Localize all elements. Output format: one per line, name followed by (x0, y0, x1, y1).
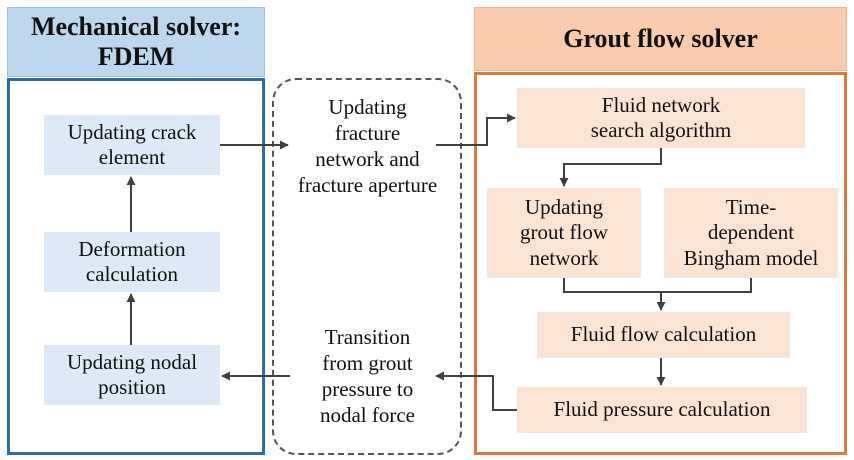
grout-panel (474, 72, 847, 455)
crack-line1: Updating crack (67, 119, 197, 144)
mechanical-panel (7, 78, 265, 455)
mechanical-title-line1: Mechanical solver: (30, 12, 242, 42)
bingham-line2: dependent (707, 220, 795, 245)
flow-text: Fluid flow calculation (570, 322, 757, 347)
transition-line3: pressure to (321, 377, 414, 401)
fracture-line3: network and (315, 147, 420, 171)
fracture-line4: fracture aperture (297, 173, 438, 198)
fracture-line1: Updating (328, 94, 407, 119)
arrow-pressure-to-transition (435, 371, 517, 411)
transition-line4: nodal force (319, 403, 416, 428)
grout-title: Grout flow solver (563, 24, 758, 54)
arrow-fracture-to-search (436, 113, 516, 146)
fluid-pressure-calculation-box: Fluid pressure calculation (517, 387, 807, 433)
middle-dashed-container (272, 78, 462, 455)
deformation-line1: Deformation (78, 236, 186, 261)
bingham-model-box: Time- dependent Bingham model (664, 188, 838, 278)
grout-flow-network-box: Updating grout flow network (487, 188, 641, 278)
transition-line2: from grout (322, 350, 413, 375)
deformation-box: Deformation calculation (44, 232, 220, 292)
fracture-line2: fracture (334, 120, 401, 145)
search-line2: search algorithm (590, 118, 732, 142)
network-line2: grout flow (519, 220, 609, 245)
crack-element-box: Updating crack element (44, 115, 220, 175)
bingham-line1: Time- (725, 195, 777, 220)
nodal-line1: Updating nodal (66, 349, 198, 374)
network-line1: Updating (524, 195, 604, 220)
mechanical-header: Mechanical solver: FDEM (7, 7, 265, 77)
arrow-search-to-network (559, 148, 662, 187)
nodal-line2: position (98, 375, 166, 399)
nodal-position-box: Updating nodal position (44, 345, 220, 405)
grout-header: Grout flow solver (474, 7, 847, 71)
transition-text: Transition from grout pressure to nodal … (280, 316, 455, 436)
fracture-update-text: Updating fracture network and fracture a… (280, 86, 455, 206)
network-line3: network (529, 245, 599, 270)
mechanical-title-line2: FDEM (97, 42, 175, 71)
search-line1: Fluid network (601, 92, 721, 117)
merge-line (563, 278, 752, 293)
fluid-flow-calculation-box: Fluid flow calculation (537, 312, 790, 358)
crack-line2: element (98, 145, 166, 169)
transition-line1: Transition (324, 324, 411, 349)
bingham-line3: Bingham model (683, 245, 819, 270)
fluid-network-search-box: Fluid network search algorithm (517, 88, 805, 148)
pressure-text: Fluid pressure calculation (553, 397, 771, 422)
deformation-line2: calculation (85, 262, 179, 286)
